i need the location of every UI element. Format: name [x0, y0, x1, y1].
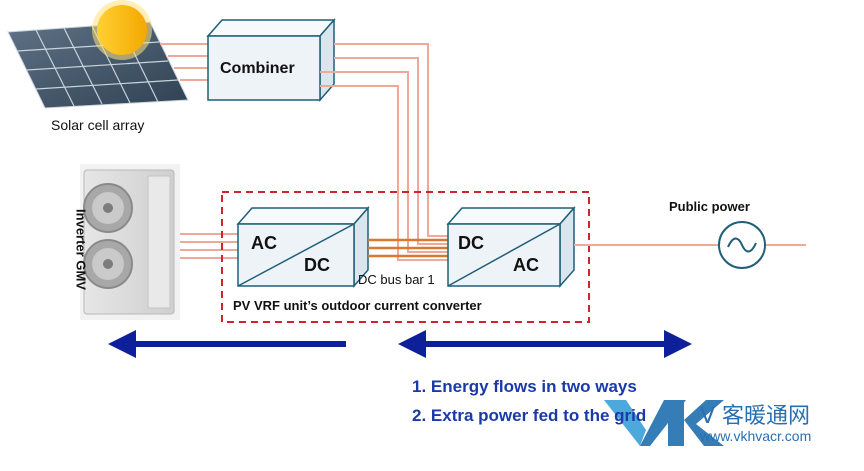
- converter-group-border: [221, 191, 590, 323]
- note-two-way-flow: 1. Energy flows in two ways: [412, 377, 637, 396]
- dc-bus-label: DC bus bar 1: [358, 272, 435, 287]
- watermark-site-name: V 客暖通网: [700, 404, 811, 429]
- public-power-label: Public power: [669, 199, 750, 214]
- converter-group-label: PV VRF unit’s outdoor current converter: [233, 298, 482, 313]
- note-grid-feed: 2. Extra power fed to the grid: [412, 406, 647, 425]
- combiner-box: [206, 18, 336, 102]
- left-flow-arrow: [108, 330, 346, 358]
- sun-icon: [92, 0, 152, 60]
- watermark-logo-text: VK: [606, 446, 607, 447]
- dc-ac-converter-top-label: DC: [458, 233, 484, 253]
- vk-watermark-logo: [604, 400, 724, 446]
- combiner-converter-wires: [320, 43, 448, 261]
- ac-dc-converter-bottom-label: DC: [304, 255, 330, 275]
- inverter-gmv-label: Inverter GMV: [73, 209, 89, 290]
- outdoor-unit-icon: [80, 164, 180, 320]
- ac-dc-converter-box: [236, 206, 370, 288]
- two-way-flow-arrow: [398, 330, 692, 358]
- solar-array-label: Solar cell array: [51, 117, 145, 133]
- ac-dc-converter-top-label: AC: [251, 233, 277, 253]
- dc-ac-converter-box: [446, 206, 576, 288]
- inverter-converter-wires: [180, 233, 238, 259]
- dc-bus-wires: [368, 238, 448, 258]
- solar-combiner-wires: [160, 43, 208, 81]
- ac-source-icon: [718, 221, 766, 269]
- watermark-url: www.vkhvacr.com: [700, 428, 812, 444]
- dc-ac-converter-bottom-label: AC: [513, 255, 539, 275]
- combiner-label: Combiner: [220, 60, 295, 77]
